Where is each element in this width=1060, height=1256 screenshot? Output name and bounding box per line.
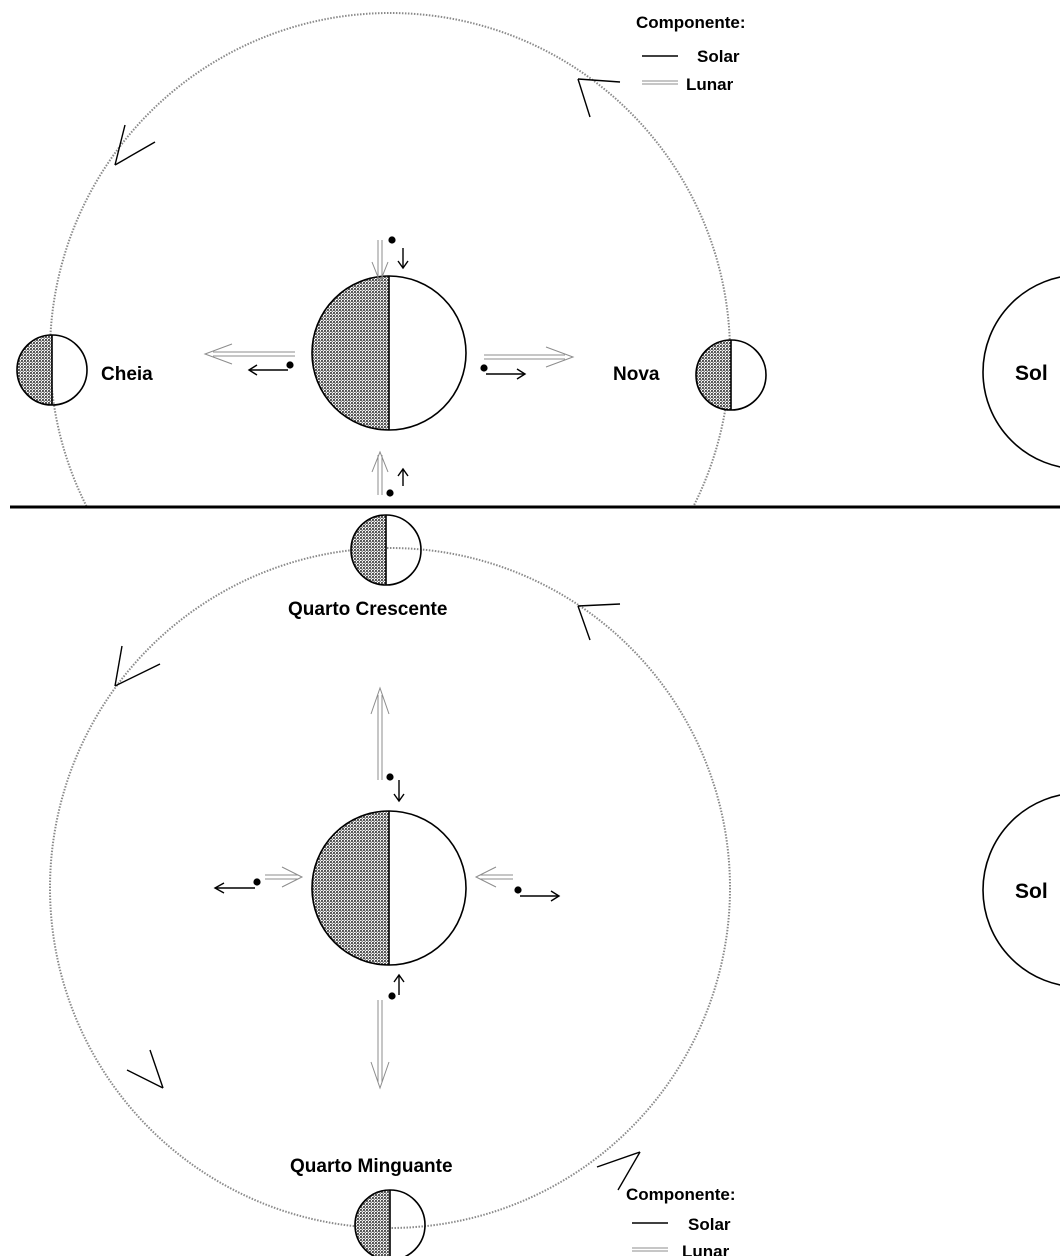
legend-top-solar-label: Solar bbox=[697, 47, 740, 66]
solar-arrow-left-bottom bbox=[213, 878, 261, 894]
orbit-arrow-bottom-se-b bbox=[617, 1151, 641, 1191]
orbit-arrow-top-right-b bbox=[577, 78, 591, 118]
label-quarto-minguante: Quarto Minguante bbox=[290, 1156, 453, 1177]
solar-arrow-left-top bbox=[247, 361, 294, 376]
orbit-arrow-bottom-se-a bbox=[596, 1151, 641, 1168]
moon-first-quarter bbox=[350, 514, 422, 586]
legend-bottom-title: Componente: bbox=[626, 1185, 736, 1204]
legend-top-title: Componente: bbox=[636, 13, 746, 32]
lunar-arrow-down-top bbox=[371, 450, 389, 495]
legend-bottom: Componente: Solar Lunar bbox=[626, 1185, 736, 1256]
moon-last-quarter bbox=[354, 1189, 426, 1256]
sun-bottom bbox=[982, 794, 1060, 986]
orbit-arrow-bottom-sw-a bbox=[126, 1069, 164, 1089]
orbit-bottom bbox=[49, 547, 731, 1229]
lunar-arrow-left-bottom-in bbox=[265, 866, 304, 888]
lunar-arrow-up-top bbox=[371, 240, 389, 284]
lunar-arrow-right-bottom-in bbox=[474, 866, 513, 888]
orbit-arrow-bottom-nw-b bbox=[114, 645, 123, 687]
legend-bottom-solar-label: Solar bbox=[688, 1215, 731, 1234]
solar-arrow-down-top bbox=[386, 467, 409, 497]
orbit-arrow-bottom-sw-b bbox=[149, 1049, 164, 1089]
earth-bottom bbox=[311, 810, 467, 966]
lunar-arrow-up-bottom bbox=[370, 686, 390, 780]
label-quarto-crescente: Quarto Crescente bbox=[288, 599, 447, 620]
orbit-arrow-bottom-ne-b bbox=[577, 605, 591, 641]
legend-top-lunar-label: Lunar bbox=[686, 75, 734, 94]
solar-arrow-down-bottom bbox=[388, 973, 405, 1000]
lunar-arrow-left-top bbox=[203, 343, 295, 365]
label-nova: Nova bbox=[613, 364, 660, 385]
sun-top bbox=[982, 276, 1060, 468]
orbit-arrow-top-left-b bbox=[114, 124, 126, 166]
legend-top: Componente: Solar Lunar bbox=[636, 13, 746, 94]
orbit-arrow-top-right-a bbox=[577, 78, 621, 83]
bottom-panel: Quarto Crescente Sol bbox=[49, 514, 1060, 1256]
lunar-arrow-right-top bbox=[484, 346, 575, 368]
moon-full bbox=[16, 334, 88, 406]
orbit-arrow-bottom-nw-a bbox=[114, 663, 161, 687]
solar-arrow-up-top bbox=[388, 236, 409, 270]
solar-arrow-right-top bbox=[480, 364, 527, 380]
label-sol-top: Sol bbox=[1015, 362, 1048, 385]
earth-top bbox=[311, 275, 467, 431]
orbit-arrow-top-left-a bbox=[114, 141, 156, 166]
lunar-arrow-down-bottom bbox=[370, 1000, 390, 1090]
solar-arrow-right-bottom bbox=[514, 886, 561, 902]
label-cheia: Cheia bbox=[101, 364, 153, 385]
orbit-arrow-bottom-ne-a bbox=[577, 603, 621, 607]
moon-new bbox=[695, 339, 767, 411]
solar-arrow-up-bottom bbox=[386, 773, 405, 803]
label-sol-bottom: Sol bbox=[1015, 880, 1048, 903]
top-panel: Cheia Nova Sol bbox=[16, 12, 1060, 506]
legend-bottom-lunar-label: Lunar bbox=[682, 1242, 730, 1256]
